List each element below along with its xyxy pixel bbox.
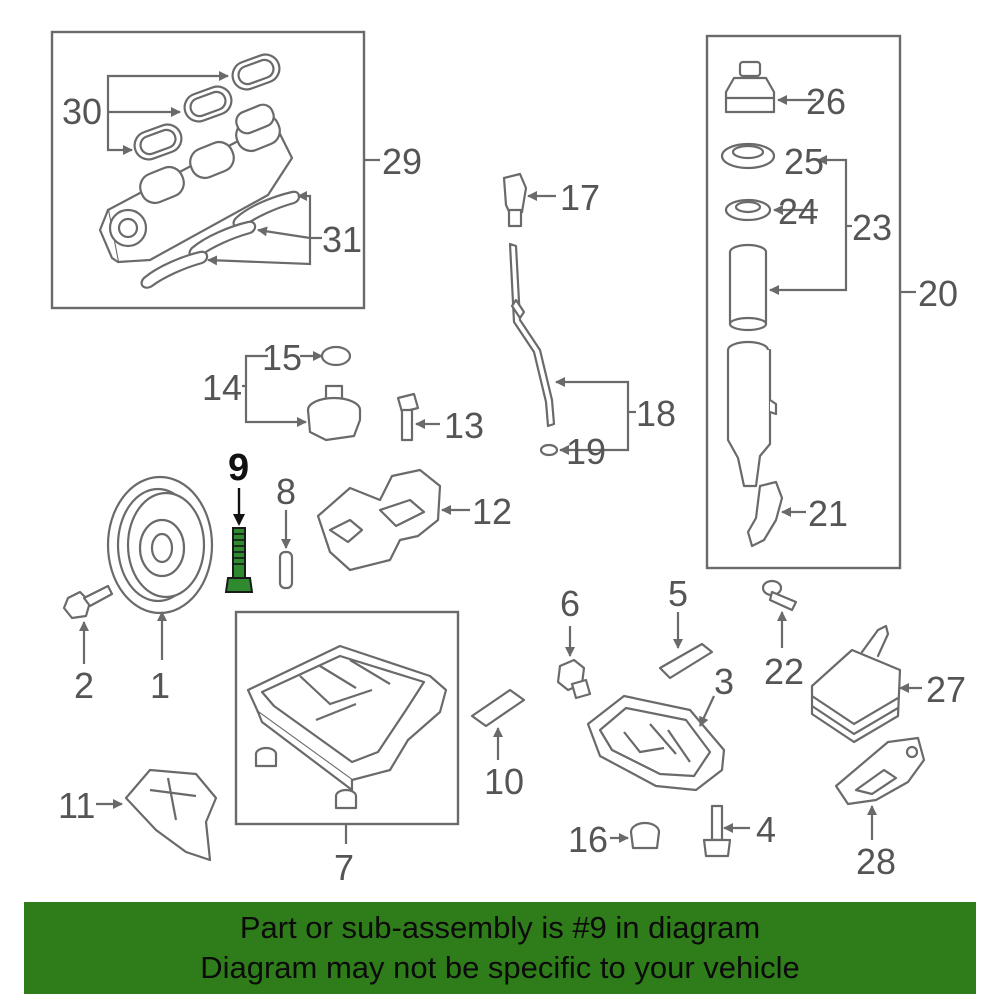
callout-8: 8 [276, 471, 296, 512]
callout-11: 11 [58, 785, 95, 826]
info-banner: Part or sub-assembly is #9 in diagram Di… [24, 902, 976, 994]
filter-cap-26 [724, 60, 776, 114]
callout-4: 4 [756, 809, 776, 850]
filter-seal-25 [720, 142, 776, 170]
oring-15 [320, 345, 352, 367]
callout-12: 12 [472, 491, 512, 532]
banner-line-part: Part or sub-assembly is #9 in diagram [239, 910, 761, 945]
callout-15: 15 [262, 337, 302, 378]
plug-16 [629, 821, 661, 850]
drain-plug-6 [556, 658, 592, 700]
filter-element [728, 243, 768, 332]
pulley-bolt-2 [62, 584, 114, 620]
callout-30: 30 [62, 91, 102, 132]
cover-12 [316, 468, 442, 572]
callout-29: 29 [382, 141, 422, 182]
strip-10 [470, 688, 526, 728]
pump-assembly-14 [306, 384, 362, 442]
callout-25: 25 [784, 141, 824, 182]
callout-6: 6 [560, 583, 580, 624]
dipstick-tube-18 [508, 242, 556, 428]
intake-gaskets-31 [140, 190, 301, 289]
callout-28: 28 [856, 841, 896, 882]
callout-27: 27 [926, 669, 966, 710]
oil-pan-7 [246, 644, 448, 810]
bracket-11 [124, 768, 218, 862]
callout-1: 1 [150, 665, 170, 706]
callout-23: 23 [852, 207, 892, 248]
intake-gaskets-30 [133, 53, 281, 161]
callout-22: 22 [764, 651, 804, 692]
callout-10: 10 [484, 761, 524, 802]
lower-oil-pan-3 [586, 694, 726, 792]
filter-sensor-21 [746, 480, 784, 548]
callout-20: 20 [918, 273, 958, 314]
callout-21: 21 [808, 493, 848, 534]
callout-16: 16 [568, 819, 608, 860]
strip-5 [658, 642, 714, 680]
bolt-4 [702, 804, 732, 858]
callout-14: 14 [202, 367, 242, 408]
callout-7: 7 [334, 847, 354, 888]
box-oil-filter [705, 34, 902, 570]
callout-2: 2 [74, 665, 94, 706]
oil-cooler-27 [810, 624, 902, 744]
callout-19: 19 [566, 431, 606, 472]
bolt-22 [761, 579, 798, 612]
callout-31: 31 [322, 219, 362, 260]
highlighted-bolt-9 [224, 527, 254, 593]
dipstick-handle-17 [502, 172, 528, 228]
callout-26: 26 [806, 81, 846, 122]
filter-housing [726, 340, 778, 488]
callout-5: 5 [668, 573, 688, 614]
callout-18: 18 [636, 393, 676, 434]
callout-3: 3 [714, 661, 734, 702]
dipstick-oring-19 [539, 443, 559, 457]
crank-pulley-1 [106, 475, 214, 615]
banner-line-disclaimer: Diagram may not be specific to your vehi… [200, 950, 800, 985]
dowel-pin-8 [278, 550, 294, 590]
callout-9: 9 [228, 447, 249, 489]
callout-17: 17 [560, 177, 600, 218]
intake-manifold-29 [98, 103, 294, 264]
callout-13: 13 [444, 405, 484, 446]
callout-24: 24 [778, 191, 818, 232]
bolt-13 [396, 392, 420, 442]
box-intake-manifold [50, 30, 366, 310]
filter-seal-24 [724, 198, 772, 222]
cooler-gasket-28 [834, 736, 926, 806]
